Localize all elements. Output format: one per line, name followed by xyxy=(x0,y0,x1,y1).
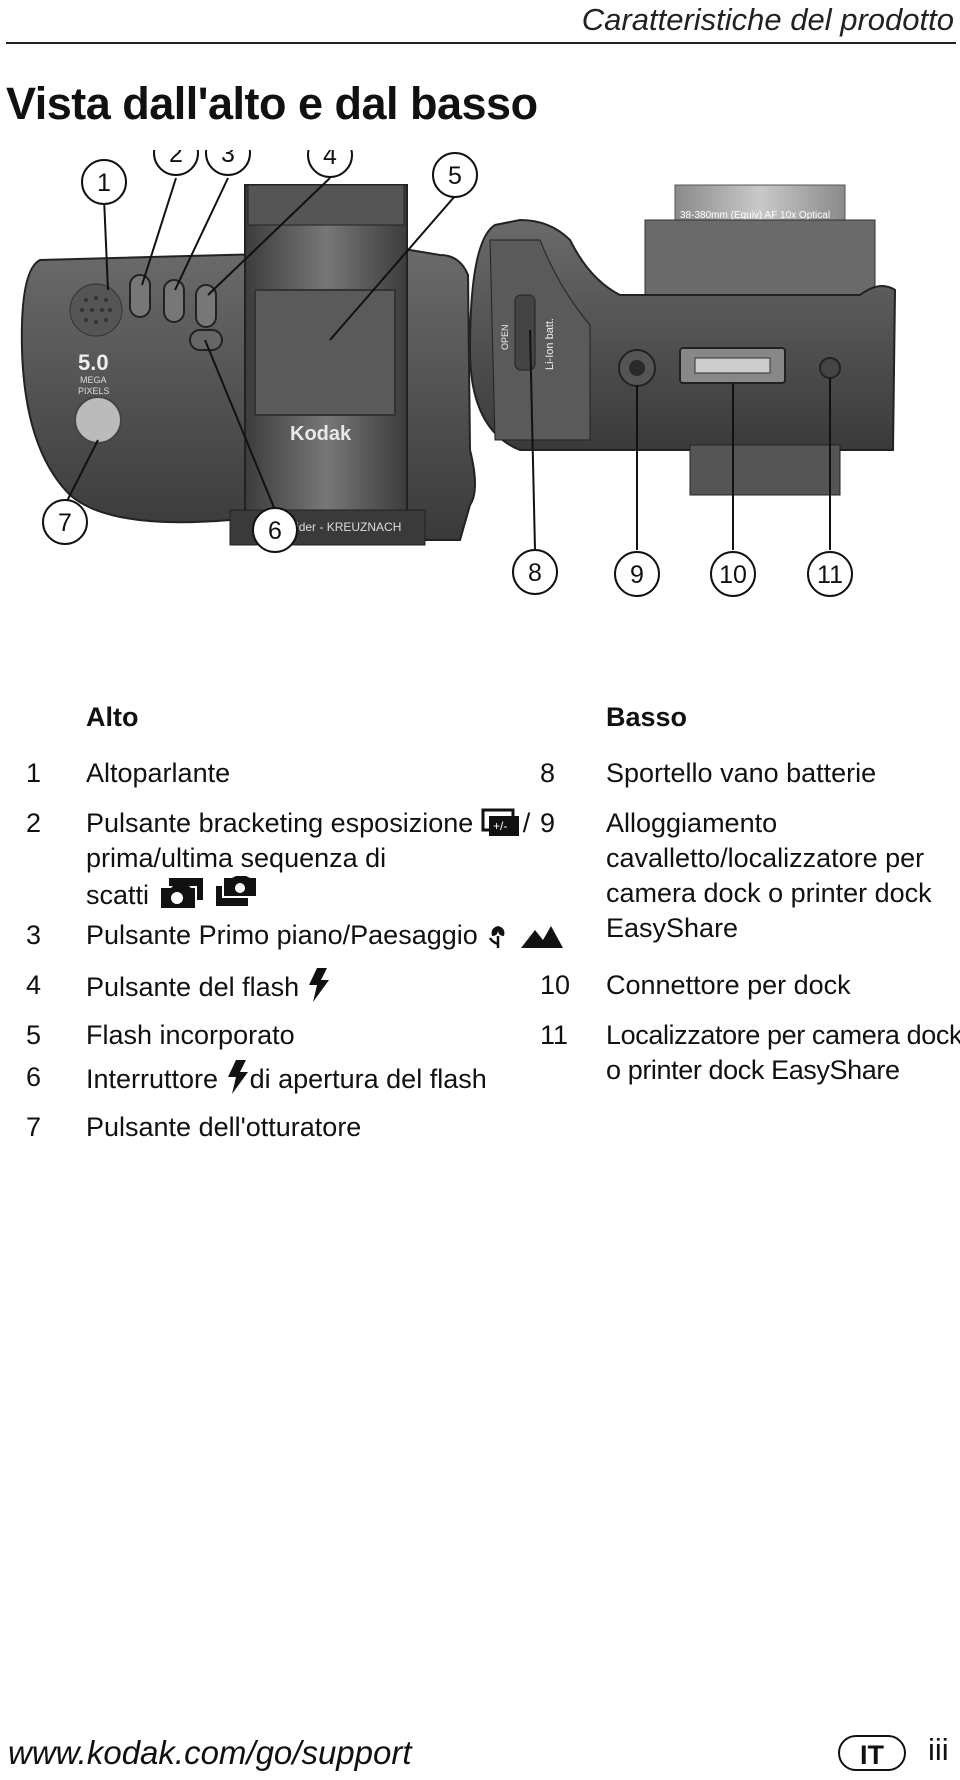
battery-label: Li-Ion batt. xyxy=(544,318,556,370)
item-text: Pulsante dell'otturatore xyxy=(86,1112,362,1142)
camera-figure: Kodak Schneider - KREUZNACH 5.0 MEGA PIX… xyxy=(20,150,897,597)
item-text: Interruttore xyxy=(86,1064,219,1094)
svg-text:6: 6 xyxy=(268,517,282,545)
item-number: 4 xyxy=(26,970,42,1000)
megapixels-sub2-label: PIXELS xyxy=(78,386,110,396)
svg-text:9: 9 xyxy=(630,561,644,589)
last-burst-icon xyxy=(216,876,257,906)
item-number: 6 xyxy=(26,1062,42,1092)
megapixels-label: 5.0 xyxy=(78,350,109,375)
list-item: 3 Pulsante Primo piano/Paesaggio xyxy=(26,918,563,954)
battery-door-latch xyxy=(514,294,536,371)
list-item: 8 Sportello vano batterie xyxy=(540,756,950,792)
item-text: di apertura del flash xyxy=(249,1064,487,1094)
page-number: iii xyxy=(928,1732,949,1767)
lens-spec-label: 38-380mm (Equiv) AF 10x Optical xyxy=(680,210,830,221)
svg-text:3: 3 xyxy=(221,150,235,168)
svg-text:7: 7 xyxy=(58,509,72,537)
callout-9: 9 xyxy=(614,551,660,597)
list-item: 6 Interruttore di apertura del flash xyxy=(26,1060,546,1096)
item-text: Pulsante Primo piano/Paesaggio xyxy=(86,920,478,950)
heading-top: Alto xyxy=(86,702,139,732)
support-url[interactable]: www.kodak.com/go/support xyxy=(8,1734,412,1771)
list-item: 11 Localizzatore per camera dock o print… xyxy=(540,1018,960,1093)
callout-8: 8 xyxy=(512,549,558,595)
item-number: 3 xyxy=(26,920,42,950)
item-text: Pulsante bracketing esposizione xyxy=(86,808,474,838)
brand-logo: Kodak xyxy=(290,423,352,445)
item-text: prima/ultima sequenza di xyxy=(86,843,387,873)
list-item: 10 Connettore per dock xyxy=(540,968,950,1004)
list-item: 2 Pulsante bracketing esposizione +/- / p… xyxy=(26,806,546,916)
item-text: Connettore per dock xyxy=(606,970,851,1000)
callout-3: 3 xyxy=(205,150,251,176)
item-text: Alloggiamento xyxy=(606,808,778,838)
callout-1: 1 xyxy=(81,159,127,205)
item-number: 11 xyxy=(540,1020,569,1050)
camera-top-view: Kodak Schneider - KREUZNACH 5.0 MEGA PIX… xyxy=(20,184,476,546)
item-number: 8 xyxy=(540,758,556,788)
item-text: Pulsante del flash xyxy=(86,972,300,1002)
item-text: cavalletto/localizzatore per xyxy=(606,843,925,873)
slash: / xyxy=(522,808,531,838)
list-item: 4 Pulsante del flash xyxy=(26,968,546,1004)
item-number: 9 xyxy=(540,808,556,838)
item-text: Flash incorporato xyxy=(86,1020,295,1050)
megapixels-sub-label: MEGA xyxy=(80,375,107,385)
callout-7: 7 xyxy=(42,499,88,545)
callout-11: 11 xyxy=(807,551,853,597)
svg-text:10: 10 xyxy=(719,561,747,589)
item-number: 2 xyxy=(26,808,42,838)
list-item: 1 Altoparlante xyxy=(26,756,526,792)
landscape-icon xyxy=(520,926,563,948)
svg-text:4: 4 xyxy=(323,150,337,170)
flash-icon xyxy=(308,968,329,1002)
flash-icon xyxy=(227,1060,248,1094)
shutter-button xyxy=(74,396,122,444)
callout-10: 10 xyxy=(710,551,756,597)
dock-locator xyxy=(819,357,841,379)
macro-icon xyxy=(489,926,505,948)
item-number: 10 xyxy=(540,970,571,1000)
open-label: OPEN xyxy=(500,324,510,350)
callout-leaders xyxy=(64,177,831,551)
item-number: 1 xyxy=(26,758,42,788)
callout-5: 5 xyxy=(432,152,478,198)
item-text: Localizzatore per camera dock xyxy=(606,1020,960,1050)
item-text: scatti xyxy=(86,880,150,910)
svg-text:+/-: +/- xyxy=(493,819,507,833)
item-number: 7 xyxy=(26,1112,42,1142)
item-text: Altoparlante xyxy=(86,758,231,788)
item-text: EasyShare xyxy=(606,913,739,943)
svg-text:2: 2 xyxy=(169,150,183,168)
callout-2: 2 xyxy=(153,150,199,176)
language-badge: IT xyxy=(838,1735,906,1771)
flash-button xyxy=(195,284,217,328)
callout-4: 4 xyxy=(307,150,353,178)
item-number: 5 xyxy=(26,1020,42,1050)
item-text: camera dock o printer dock xyxy=(606,878,932,908)
bracketing-button xyxy=(129,274,151,318)
callout-6: 6 xyxy=(252,507,298,553)
heading-bottom: Basso xyxy=(606,702,688,732)
bracketing-icon: +/- xyxy=(481,808,519,836)
item-text: o printer dock EasyShare xyxy=(606,1055,900,1085)
list-item: 5 Flash incorporato xyxy=(26,1018,526,1054)
header-rule xyxy=(6,42,956,44)
camera-bottom-view: 38-380mm (Equiv) AF 10x Optical Li-Ion b… xyxy=(468,184,897,496)
svg-text:11: 11 xyxy=(817,561,843,589)
svg-text:8: 8 xyxy=(528,559,542,587)
item-text: Sportello vano batterie xyxy=(606,758,877,788)
macro-landscape-button xyxy=(163,279,185,323)
svg-text:1: 1 xyxy=(97,169,111,197)
page-title: Vista dall'alto e dal basso xyxy=(6,78,538,129)
speaker-grille xyxy=(69,283,123,337)
list-item: 9 Alloggiamento cavalletto/localizzatore… xyxy=(540,806,950,951)
svg-text:5: 5 xyxy=(448,162,462,190)
first-burst-icon xyxy=(160,878,203,908)
list-item: 7 Pulsante dell'otturatore xyxy=(26,1110,526,1146)
callouts: 1 2 3 4 5 6 7 8 9 10 11 xyxy=(42,150,853,597)
running-header: Caratteristiche del prodotto xyxy=(581,2,954,37)
